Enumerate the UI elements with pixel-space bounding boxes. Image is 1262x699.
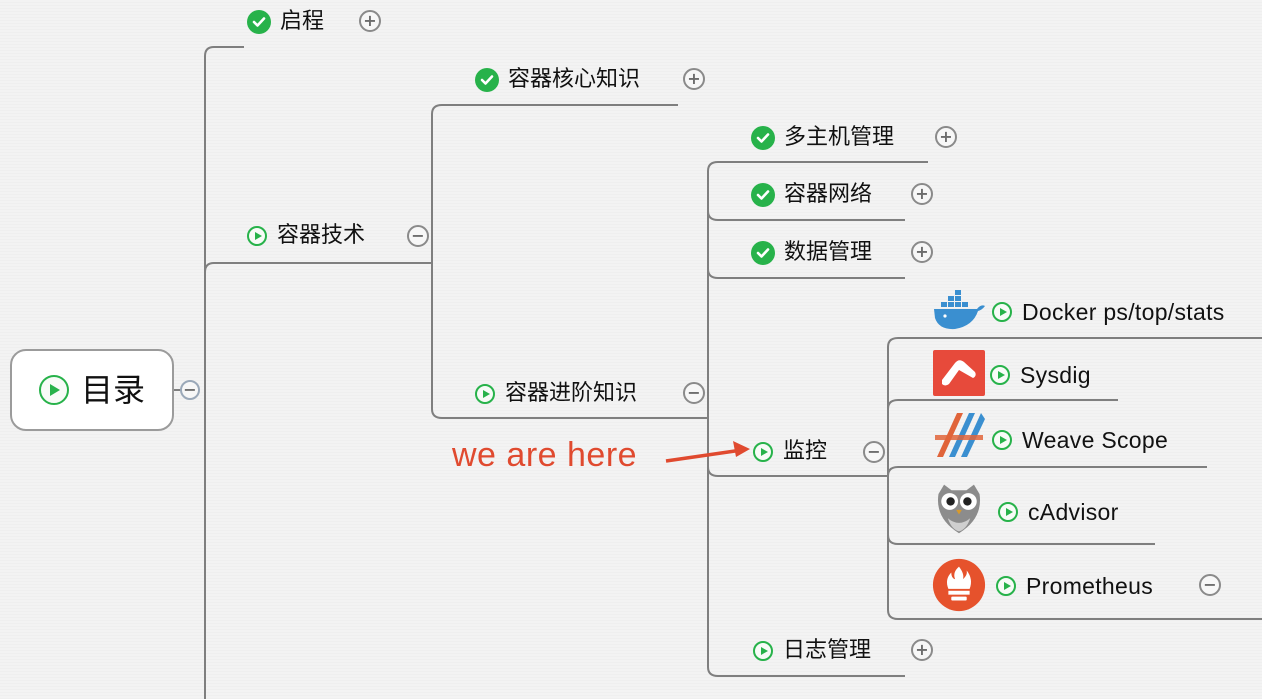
prometheus-logo (931, 557, 987, 613)
root-node[interactable]: 目录 (10, 349, 174, 431)
tool-label: Docker ps/top/stats (1022, 299, 1225, 325)
tool-label: Prometheus (1026, 573, 1154, 599)
tool-label: Sysdig (1020, 362, 1091, 388)
tool-label: Weave Scope (1022, 427, 1169, 453)
tool-cadvisor[interactable]: cAdvisor (998, 499, 1119, 525)
node-shuju[interactable]: 数据管理 (751, 240, 872, 266)
node-wangluo[interactable]: 容器网络 (751, 182, 872, 208)
collapse-toggle-jiankong[interactable]: − (863, 441, 885, 463)
expand-toggle-duozhuji[interactable]: + (935, 126, 957, 148)
play-icon (990, 365, 1010, 385)
docker-whale-logo (931, 288, 987, 334)
tool-docker[interactable]: Docker ps/top/stats (992, 299, 1225, 325)
expand-toggle-qicheng[interactable]: + (359, 10, 381, 32)
node-rizhi[interactable]: 日志管理 (753, 638, 871, 664)
node-label: 容器核心知识 (508, 67, 641, 92)
expand-toggle-rizhi[interactable]: + (911, 639, 933, 661)
node-label: 启程 (280, 9, 325, 34)
node-rongqi-jishu[interactable]: 容器技术 (247, 223, 365, 249)
tool-label: cAdvisor (1028, 499, 1119, 525)
check-icon (751, 183, 775, 207)
play-icon (992, 302, 1012, 322)
play-icon (38, 375, 69, 405)
node-jiankong[interactable]: 监控 (753, 439, 827, 465)
check-icon (751, 241, 775, 265)
play-icon (753, 641, 773, 661)
expand-toggle-shuju[interactable]: + (911, 241, 933, 263)
node-label: 日志管理 (783, 638, 872, 663)
node-label: 数据管理 (784, 240, 873, 265)
collapse-toggle-rongqi-jishu[interactable]: − (407, 225, 429, 247)
node-duozhuji[interactable]: 多主机管理 (751, 125, 894, 151)
root-label: 目录 (80, 371, 145, 409)
sysdig-logo (931, 350, 987, 396)
play-icon (996, 576, 1016, 596)
annotation-arrow (665, 441, 750, 463)
play-icon (475, 384, 495, 404)
expand-toggle-wangluo[interactable]: + (911, 183, 933, 205)
node-label: 监控 (783, 439, 828, 464)
tool-prometheus[interactable]: Prometheus (996, 573, 1153, 599)
node-label: 容器进阶知识 (505, 381, 638, 406)
tool-weave-scope[interactable]: Weave Scope (992, 427, 1168, 453)
play-icon (753, 442, 773, 462)
check-icon (247, 10, 271, 34)
collapse-toggle-jinjie[interactable]: − (683, 382, 705, 404)
annotation-text: we are here (452, 436, 638, 474)
node-label: 容器技术 (277, 223, 366, 248)
root-collapse-toggle[interactable]: − (180, 380, 200, 400)
collapse-toggle-prometheus[interactable]: − (1199, 574, 1221, 596)
check-icon (475, 68, 499, 92)
play-icon (247, 226, 267, 246)
play-icon (998, 502, 1018, 522)
weave-scope-logo (931, 412, 987, 458)
node-jinjie[interactable]: 容器进阶知识 (475, 381, 637, 407)
expand-toggle-hexin[interactable]: + (683, 68, 705, 90)
play-icon (992, 430, 1012, 450)
node-qicheng[interactable]: 启程 (247, 9, 324, 35)
tool-sysdig[interactable]: Sysdig (990, 362, 1091, 388)
node-label: 多主机管理 (784, 125, 895, 150)
cadvisor-owl-logo (931, 479, 987, 537)
node-label: 容器网络 (784, 182, 873, 207)
check-icon (751, 126, 775, 150)
node-hexin[interactable]: 容器核心知识 (475, 67, 640, 93)
